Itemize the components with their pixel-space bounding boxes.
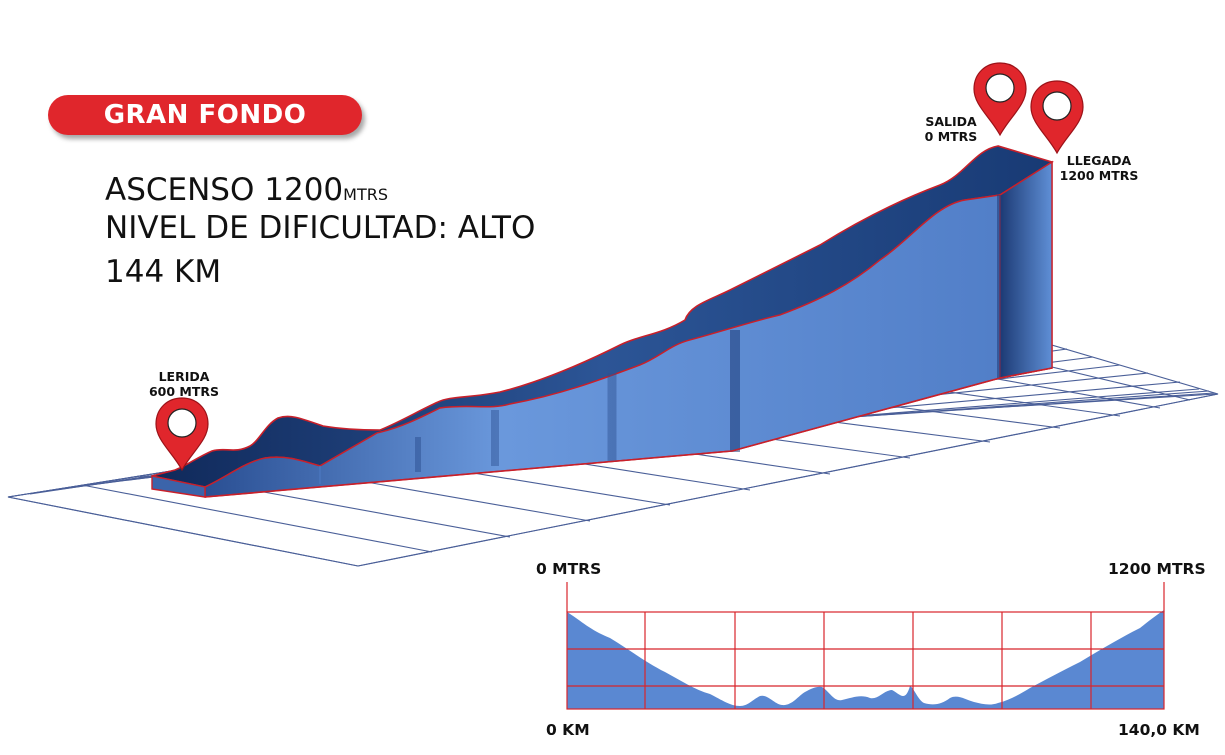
llegada-marker-name: LLEGADA xyxy=(1066,153,1132,168)
chart-top-right-label: 1200 MTRS xyxy=(1108,560,1206,578)
salida-marker-name: SALIDA xyxy=(925,114,977,129)
dificultad-stat: NIVEL DE DIFICULTAD: ALTO xyxy=(105,210,535,246)
distance-value: 144 KM xyxy=(105,254,222,290)
chart-bottom-left-label: 0 KM xyxy=(546,721,590,739)
ascenso-stat: ASCENSO 1200MTRS xyxy=(105,172,388,208)
start-marker-label: LERIDA 600 MTRS xyxy=(146,369,222,399)
ascenso-value: 1200 xyxy=(264,172,344,208)
salida-marker-label: SALIDA 0 MTRS xyxy=(918,114,984,144)
map-pin-icon xyxy=(155,397,209,472)
start-marker-alt: 600 MTRS xyxy=(148,384,220,399)
dificultad-value: ALTO xyxy=(457,210,536,246)
ascenso-label: ASCENSO xyxy=(105,172,255,208)
llegada-marker-alt: 1200 MTRS xyxy=(1059,168,1139,183)
badge-label: GRAN FONDO xyxy=(103,100,307,130)
salida-marker-alt: 0 MTRS xyxy=(924,129,978,144)
llegada-marker-label: LLEGADA 1200 MTRS xyxy=(1058,153,1140,183)
chart-bottom-right-label: 140,0 KM xyxy=(1118,721,1200,739)
profile-wall xyxy=(151,160,1053,498)
gran-fondo-badge: GRAN FONDO xyxy=(48,95,362,135)
ascenso-unit: MTRS xyxy=(343,185,389,204)
map-pin-icon xyxy=(973,62,1027,137)
chart-top-left-label: 0 MTRS xyxy=(536,560,602,578)
profile-chart xyxy=(566,582,1165,710)
dificultad-label: NIVEL DE DIFICULTAD: xyxy=(105,210,448,246)
profile-area xyxy=(567,610,1164,709)
start-marker-name: LERIDA xyxy=(158,369,210,384)
distance-stat: 144 KM xyxy=(105,254,221,290)
map-pin-icon xyxy=(1030,80,1084,155)
